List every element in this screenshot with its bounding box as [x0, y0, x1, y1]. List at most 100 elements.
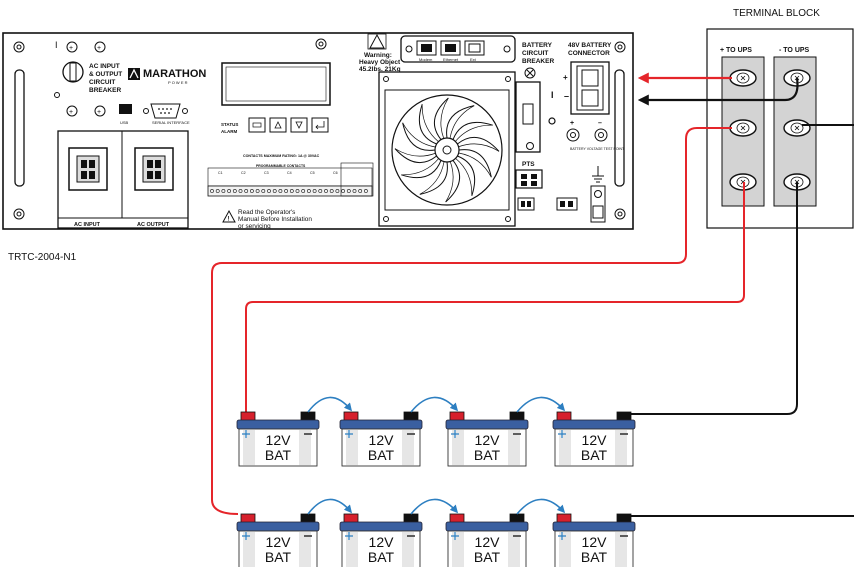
- cooling-fan-icon: [378, 71, 516, 227]
- battery-connector-label-1: 48V BATTERY: [568, 42, 612, 49]
- serial-port: [150, 103, 181, 119]
- battery-breaker-label-3: BREAKER: [522, 58, 554, 65]
- battery-label: 12V: [369, 432, 395, 448]
- warning-line-1: Warning:: [364, 52, 392, 59]
- battery-label: BAT: [265, 549, 292, 565]
- neg-to-ups-label: - TO UPS: [779, 47, 810, 54]
- rack-handle: [614, 69, 625, 187]
- warning-triangle-icon: [222, 209, 236, 223]
- svg-text:–: –: [598, 120, 602, 127]
- battery-label: BAT: [368, 447, 395, 463]
- svg-text:+: +: [69, 45, 73, 52]
- breaker-label-1: AC INPUT: [89, 63, 120, 70]
- svg-text:+: +: [570, 120, 574, 127]
- pos-to-ups-label: + TO UPS: [720, 47, 752, 54]
- series-jumper: [410, 396, 459, 413]
- ground-icon: [590, 166, 606, 223]
- series-jumper: [516, 498, 566, 515]
- lcd-display: [221, 62, 331, 106]
- manual-note-1: Read the Operator's: [238, 209, 295, 216]
- battery-label: BAT: [368, 549, 395, 565]
- svg-text:USB: USB: [120, 120, 129, 125]
- terminal-lug-icon: [729, 69, 757, 87]
- network-port-panel: Modem Ethernet Ext: [400, 35, 516, 63]
- ac-breaker: I + + AC INPUT & OUTPUT CIRCUIT BREAKER: [54, 40, 122, 98]
- svg-text:SERIAL INTERFACE: SERIAL INTERFACE: [152, 120, 190, 125]
- rack-screw-icon: [614, 208, 626, 220]
- breaker-label-2: & OUTPUT: [89, 71, 122, 78]
- battery-label: BAT: [581, 549, 608, 565]
- battery-breaker-label-2: CIRCUIT: [522, 50, 548, 57]
- svg-text:+: +: [563, 73, 568, 82]
- svg-text:C2: C2: [241, 171, 246, 175]
- warning-line-2: Heavy Object: [359, 59, 401, 66]
- positive-lead-string-2: [211, 127, 732, 515]
- battery-label: 12V: [266, 534, 292, 550]
- svg-text:BATTERY VOLTAGE TEST POINT: BATTERY VOLTAGE TEST POINT: [570, 147, 625, 151]
- relay-contacts: CONTACTS MAXIMUM RATING: 1A @ 30VAC PROG…: [207, 154, 374, 230]
- battery-label: BAT: [474, 447, 501, 463]
- svg-text:I: I: [55, 40, 58, 50]
- terminal-block: + TO UPS - TO UPS: [706, 28, 854, 229]
- battery-breaker-label-1: BATTERY: [522, 42, 553, 49]
- ext-port: [464, 40, 485, 56]
- ac-output-label: AC OUTPUT: [137, 222, 170, 228]
- pts-connector: [515, 169, 543, 189]
- battery-label: 12V: [266, 432, 292, 448]
- contacts-sub: PROGRAMMABLE CONTACTS: [256, 164, 306, 168]
- series-jumper: [516, 396, 566, 413]
- test-point-negative: [594, 128, 608, 142]
- negative-lead-string-1: [626, 182, 798, 415]
- breaker-label-4: BREAKER: [89, 87, 121, 94]
- ac-power-panel: AC INPUT AC OUTPUT: [57, 130, 189, 229]
- ups-unit: I + + AC INPUT & OUTPUT CIRCUIT BREAKER …: [2, 32, 634, 230]
- svg-text:C3: C3: [264, 171, 269, 175]
- svg-text:P O W E R: P O W E R: [168, 80, 188, 85]
- svg-text:I: I: [551, 90, 554, 100]
- rack-screw-icon: [13, 208, 25, 220]
- series-jumper: [307, 498, 353, 515]
- svg-text:–: –: [564, 91, 569, 101]
- terminal-block-title: TERMINAL BLOCK: [733, 8, 820, 19]
- alarm-label: ALARM: [221, 129, 237, 134]
- terminal-lug-icon: [729, 119, 757, 137]
- weight-warning-icon: [369, 33, 385, 49]
- external-temp-connector: [517, 197, 535, 211]
- svg-text:C6: C6: [333, 171, 338, 175]
- status-label: STATUS: [221, 122, 238, 127]
- battery-label: BAT: [581, 447, 608, 463]
- battery-connector-socket: + –: [563, 61, 610, 115]
- rack-handle: [14, 69, 25, 187]
- battery-label: BAT: [474, 549, 501, 565]
- battery-label: 12V: [369, 534, 395, 550]
- svg-text:C1: C1: [218, 171, 223, 175]
- battery-label: 12V: [475, 432, 501, 448]
- svg-text:Ethernet: Ethernet: [443, 57, 459, 62]
- svg-text:C4: C4: [287, 171, 292, 175]
- manual-note-3: or servicing: [238, 223, 271, 230]
- series-jumpers: [307, 396, 566, 515]
- usb-port: [119, 104, 132, 114]
- negative-lead-to-ups: [637, 77, 799, 106]
- rack-screw-icon: [13, 41, 25, 53]
- breaker-label-3: CIRCUIT: [89, 79, 115, 86]
- positive-lead-string-1: [245, 182, 745, 412]
- relay-labels: C1 C2 C3 C4 C5 C6: [218, 171, 338, 175]
- wiring: [211, 72, 854, 517]
- series-jumper: [307, 396, 353, 413]
- svg-text:Ext: Ext: [470, 57, 477, 62]
- pts-label: PTS: [522, 161, 535, 168]
- ups-model-label: TRTC-2004-N1: [8, 252, 77, 263]
- svg-text:+: +: [69, 109, 73, 116]
- breaker-knob-icon: [62, 61, 84, 83]
- manual-note-2: Manual Before Installation: [238, 216, 312, 223]
- down-button: [290, 117, 308, 133]
